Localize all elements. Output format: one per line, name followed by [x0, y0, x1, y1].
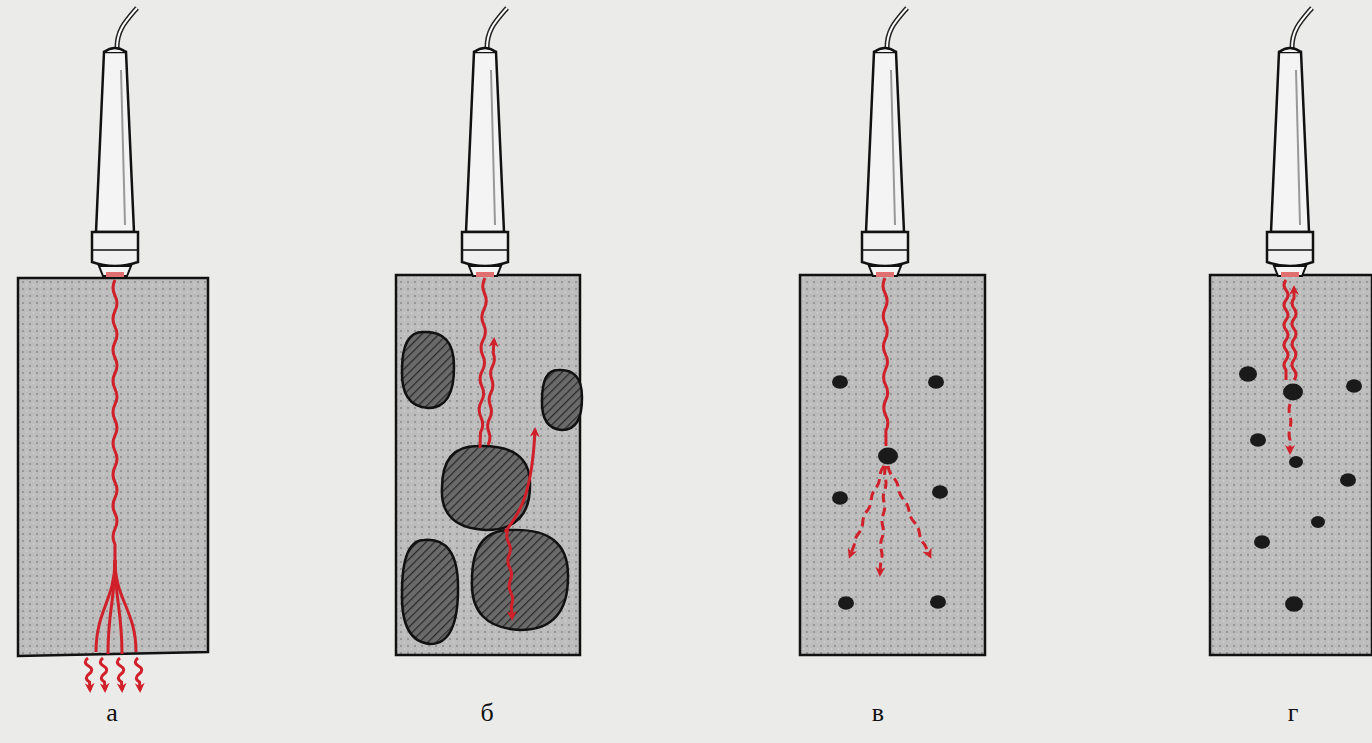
void-defect [838, 596, 854, 610]
void-defect [1250, 433, 1266, 447]
probe-contact [876, 272, 894, 277]
probe-body [866, 52, 904, 232]
ultrasonic-wave [850, 466, 884, 556]
aggregate-stone [402, 332, 454, 408]
ultrasonic-wave [1289, 404, 1291, 452]
probe-collar [462, 232, 508, 266]
ultrasonic-wave [505, 430, 535, 532]
ultrasonic-wave [1284, 280, 1288, 380]
probe-cable [487, 8, 507, 48]
ultrasonic-wave [115, 560, 136, 652]
probe-body [1271, 52, 1309, 232]
void-defect [1254, 535, 1270, 549]
concrete-block [800, 275, 985, 655]
probe-cable [887, 8, 907, 48]
probe-contact [106, 272, 124, 277]
void-defect [930, 595, 946, 609]
void-defect [1283, 384, 1303, 401]
probe-collar [862, 232, 908, 266]
aggregate-stone [472, 530, 568, 630]
probe-shade [1296, 70, 1300, 225]
void-defect [832, 491, 848, 505]
probe-collar-line [1267, 249, 1313, 251]
probe-collar [1267, 232, 1313, 266]
ultrasonic-wave [488, 340, 495, 445]
probe-contact [476, 272, 494, 277]
ultrasonic-wave [479, 278, 486, 448]
probe-tip [1274, 266, 1306, 276]
probe-collar-line [862, 249, 908, 251]
void-defect [1285, 596, 1303, 611]
void-defect [1346, 379, 1362, 393]
probe-cable [117, 8, 137, 48]
void-defect [1239, 366, 1257, 381]
ultrasonic-wave [100, 658, 106, 690]
void-defect [928, 375, 944, 389]
panel-letter: в [872, 700, 884, 726]
ultrasonic-wave [880, 466, 886, 574]
probe-shade [491, 70, 495, 225]
probe-cable [887, 8, 907, 48]
probe-collar [92, 232, 138, 266]
ultrasonic-wave [1292, 288, 1296, 380]
probe-shade [891, 70, 895, 225]
concrete-block [18, 278, 208, 656]
ultrasonic-wave [888, 466, 930, 556]
concrete-block [1210, 275, 1372, 655]
probe-body [96, 52, 134, 232]
probe-tip [469, 266, 501, 276]
probe-top [474, 48, 496, 52]
probe-top [874, 48, 896, 52]
ultrasonic-wave [117, 658, 123, 690]
void-defect [1289, 456, 1303, 468]
concrete-block [396, 275, 580, 655]
ultrasonic-wave [507, 530, 513, 618]
void-defect [932, 485, 948, 499]
probe-cable [487, 8, 507, 48]
void-defect [878, 448, 898, 465]
panel-letter: г [1288, 700, 1299, 726]
probe-collar-line [92, 249, 138, 251]
ultrasonic-wave [113, 280, 117, 560]
probe-contact [1281, 272, 1299, 277]
probe-shade [121, 70, 125, 225]
panel-letter: а [106, 700, 118, 726]
void-defect [1311, 516, 1325, 528]
ultrasonic-wave [883, 278, 888, 446]
aggregate-stone [542, 370, 582, 430]
probe-collar-line [462, 249, 508, 251]
void-defect [1340, 473, 1356, 487]
probe-top [1279, 48, 1301, 52]
probe-top [104, 48, 126, 52]
panel-letter: б [480, 700, 493, 726]
aggregate-stone [402, 540, 458, 644]
void-defect [832, 375, 848, 389]
probe-cable [1292, 8, 1312, 48]
probe-cable [1292, 8, 1312, 48]
probe-tip [99, 266, 131, 276]
probe-body [466, 52, 504, 232]
ultrasonic-wave [85, 658, 91, 690]
probe-cable [117, 8, 137, 48]
ultrasonic-wave [135, 658, 141, 690]
probe-tip [869, 266, 901, 276]
